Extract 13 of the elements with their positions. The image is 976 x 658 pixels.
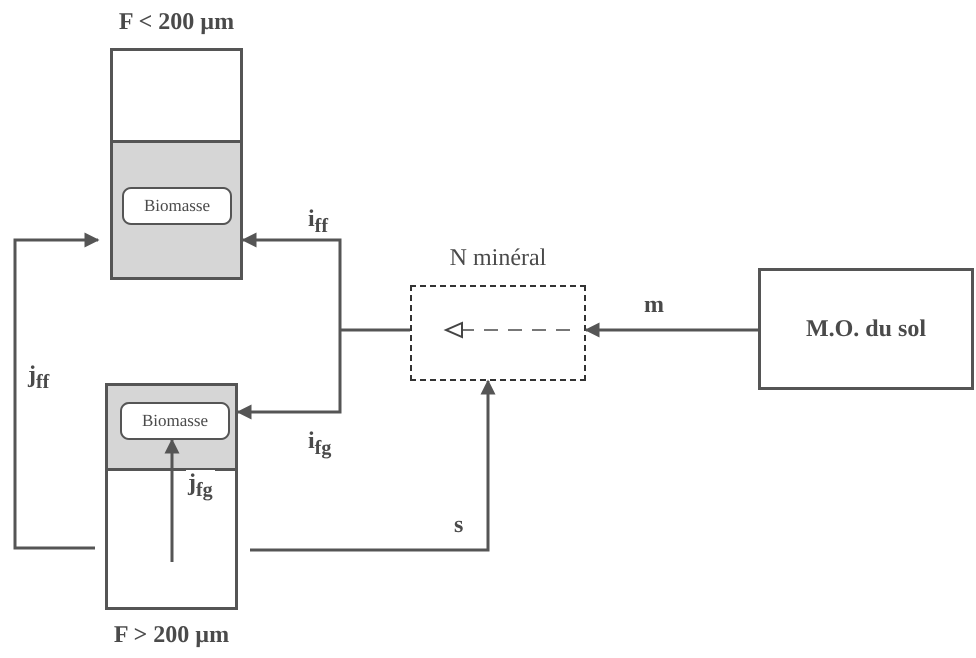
arrow [584, 322, 758, 338]
compartment-heading: F < 200 µm [118, 9, 236, 36]
source-box: M.O. du sol [758, 268, 974, 390]
biomass-box: Biomasse [120, 402, 230, 440]
compartment-heading: F > 200 µm [112, 622, 230, 649]
biomass-box: Biomasse [122, 187, 232, 225]
arrow [236, 328, 410, 420]
edge-label: j$_{fg}$ [186, 470, 215, 502]
arrow [250, 380, 496, 552]
pool-heading: N minéral [448, 245, 548, 272]
arrow [14, 232, 100, 550]
edge-label: i$_{fg}$ [306, 428, 334, 460]
arrow [164, 438, 180, 562]
